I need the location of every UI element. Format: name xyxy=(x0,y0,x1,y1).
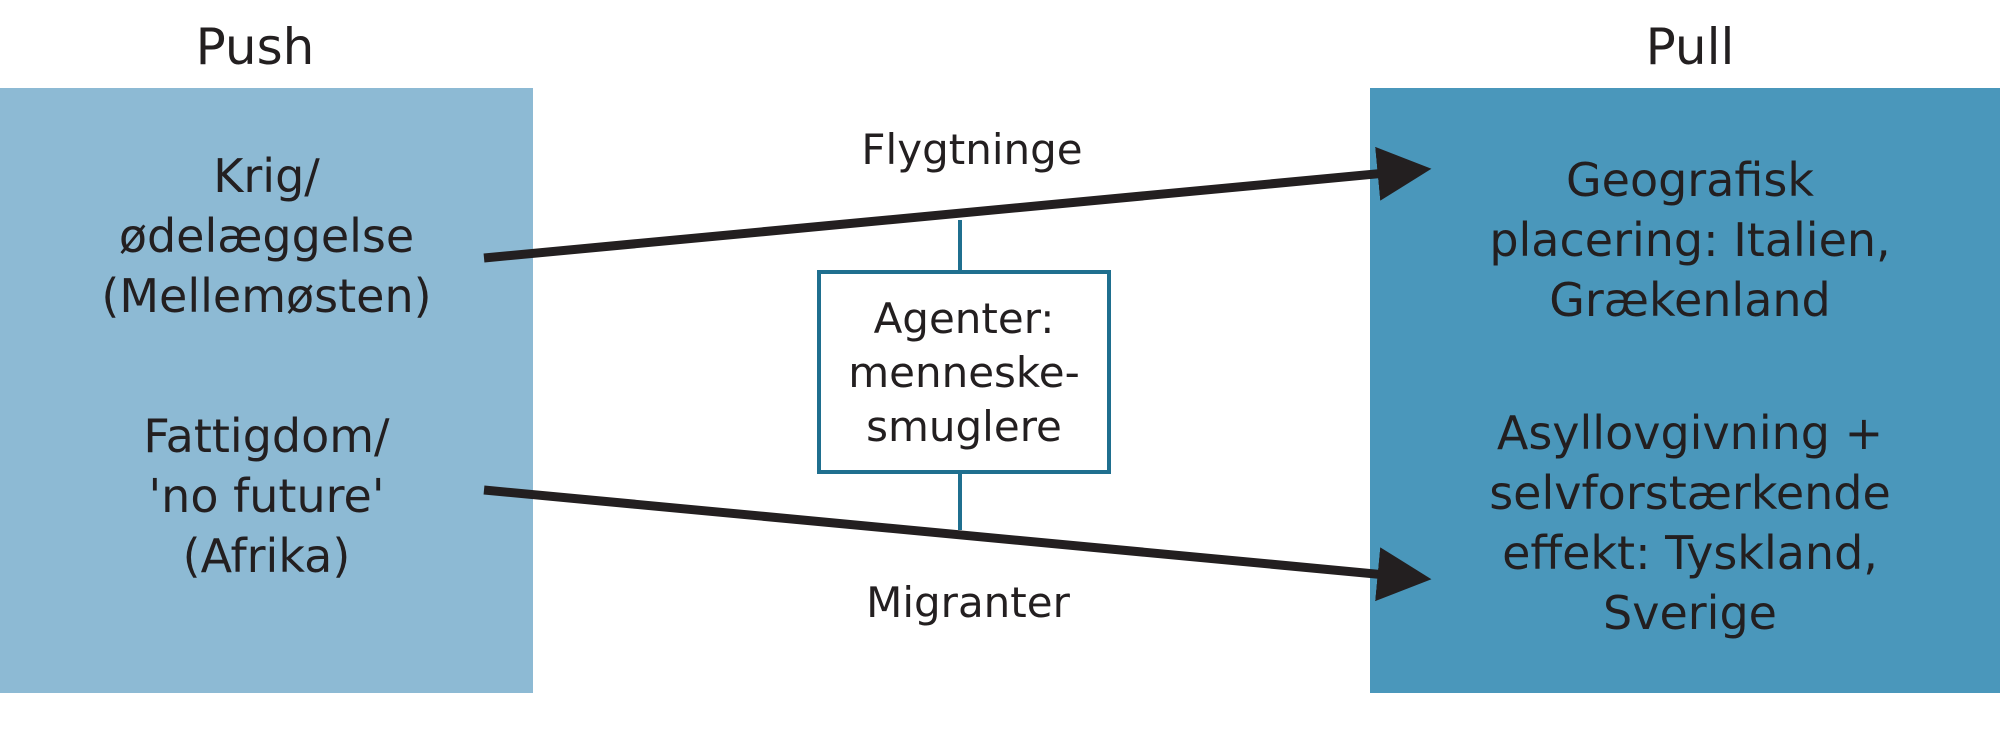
pull-factor-geography: Geografisk placering: Italien, Grækenlan… xyxy=(1489,153,1891,327)
agent-box: Agenter: menneske- smuglere xyxy=(817,270,1111,474)
arrow-migrants xyxy=(483,485,1432,602)
push-heading: Push xyxy=(195,18,315,76)
agent-label: Agenter: menneske- smuglere xyxy=(848,294,1080,451)
pull-heading: Pull xyxy=(1645,18,1735,76)
push-panel: Krig/ ødelæggelse (Mellemøsten) Fattigdo… xyxy=(0,88,533,693)
push-cause-poverty: Fattigdom/ 'no future' (Afrika) xyxy=(143,409,390,583)
arrow-refugees xyxy=(483,146,1432,263)
flow-label-refugees: Flygtninge xyxy=(861,125,1083,174)
pull-factor-asylum: Asyllovgivning + selvforstærkende effekt… xyxy=(1489,406,1891,640)
flow-label-migrants: Migranter xyxy=(866,578,1070,627)
pull-panel: Geografisk placering: Italien, Grækenlan… xyxy=(1370,88,2000,693)
push-cause-war: Krig/ ødelæggelse (Mellemøsten) xyxy=(101,149,432,323)
